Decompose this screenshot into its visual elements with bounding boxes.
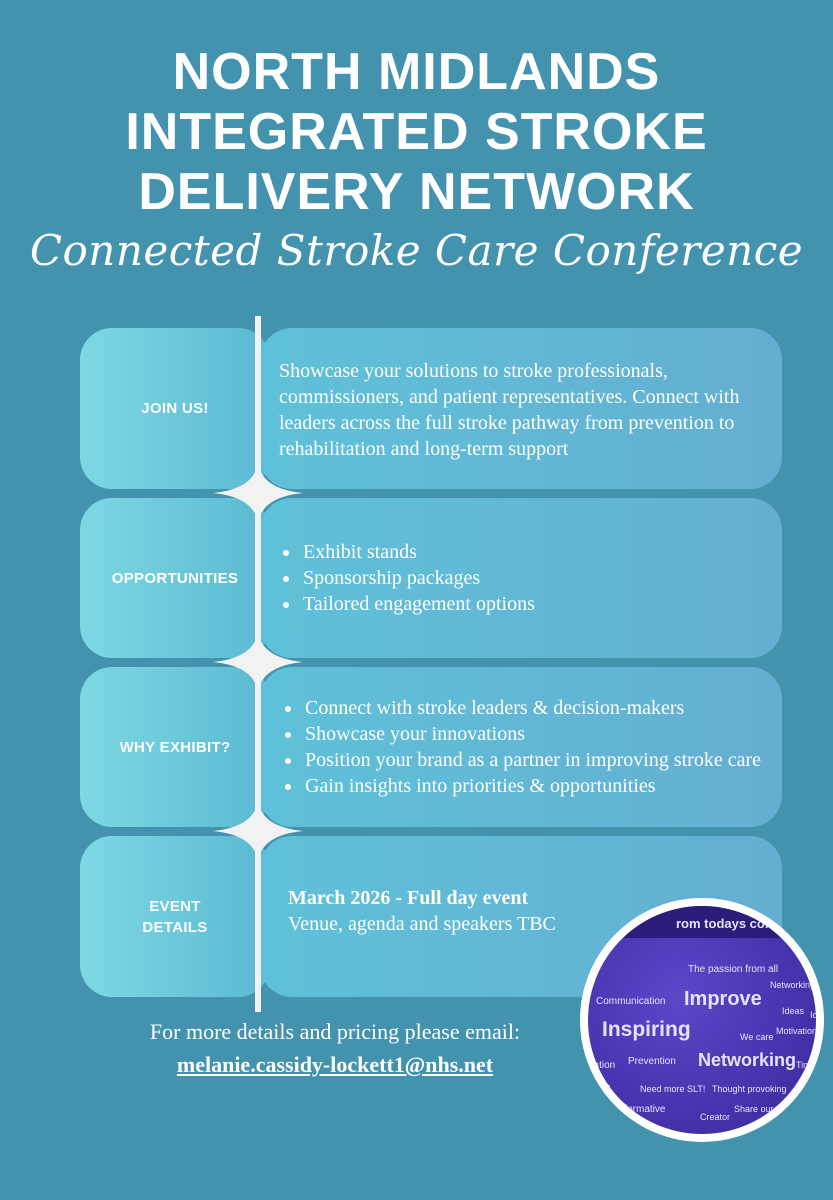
list-item: Connect with stroke leaders & decision-m…: [303, 695, 770, 721]
word-cloud-word: Time c: [796, 1060, 823, 1070]
word-cloud-word: Creator: [700, 1112, 731, 1122]
section-content: Connect with stroke leaders & decision-m…: [260, 667, 782, 827]
word-cloud-word: Prevention: [628, 1056, 676, 1067]
section-join-us: JOIN US! Showcase your solutions to stro…: [80, 328, 782, 489]
title-line-2: INTEGRATED STROKE: [125, 103, 708, 161]
conference-word-cloud-photo: rom todays confere The passion from all …: [580, 898, 824, 1142]
contact-prompt: For more details and pricing please emai…: [149, 1019, 521, 1044]
word-cloud-word: Share our succes: [734, 1104, 805, 1114]
section-opportunities: OPPORTUNITIES Exhibit stands Sponsorship…: [80, 498, 782, 658]
join-us-text: Showcase your solutions to stroke profes…: [279, 359, 740, 460]
word-cloud-word: Informative: [616, 1104, 666, 1115]
title-line-3: DELIVERY NETWORK: [138, 163, 695, 221]
word-cloud-word: Improve: [684, 988, 762, 1010]
word-cloud-word: The passion from all: [688, 964, 779, 975]
list-item: Showcase your innovations: [303, 721, 770, 747]
sparkle-divider-icon: [213, 463, 303, 523]
word-cloud-word: Networking: [770, 980, 816, 990]
label-line: DETAILS: [142, 918, 208, 936]
word-cloud-word: iration: [588, 1060, 616, 1071]
event-date: March 2026 - Full day event: [288, 886, 529, 909]
screen-header-bar: [588, 906, 816, 938]
event-venue: Venue, agenda and speakers TBC: [288, 912, 556, 935]
section-content: Showcase your solutions to stroke profes…: [260, 328, 782, 489]
word-cloud-word: Motivation: [776, 1026, 818, 1036]
sparkle-divider-icon: [213, 632, 303, 692]
section-content: Exhibit stands Sponsorship packages Tail…: [260, 498, 782, 658]
opportunities-list: Exhibit stands Sponsorship packages Tail…: [279, 539, 770, 617]
word-cloud-word: Ideas: [782, 1006, 805, 1016]
word-cloud-word: Networking: [698, 1050, 797, 1070]
section-label: JOIN US!: [80, 328, 270, 489]
sparkle-divider-icon: [213, 801, 303, 861]
list-item: Exhibit stands: [301, 539, 770, 565]
word-cloud-word: We care: [740, 1032, 774, 1042]
section-label: WHY EXHIBIT?: [80, 667, 270, 827]
section-label: EVENT DETAILS: [80, 836, 270, 997]
word-cloud-word: Opport: [748, 1126, 776, 1136]
list-item: Gain insights into priorities & opportun…: [303, 773, 770, 799]
word-cloud-word: Ide: [810, 1010, 823, 1020]
why-exhibit-list: Connect with stroke leaders & decision-m…: [279, 695, 770, 799]
label-line: EVENT: [149, 897, 201, 915]
word-cloud-word: mell / taste: [622, 1126, 671, 1137]
list-item: Sponsorship packages: [301, 565, 770, 591]
conference-subtitle: Connected Stroke Care Conference: [29, 226, 804, 275]
word-cloud-word: Need more SLT!: [640, 1084, 706, 1094]
word-cloud-word: Inspiring: [602, 1018, 691, 1041]
section-label: OPPORTUNITIES: [80, 498, 270, 658]
word-cloud-word: Communication: [596, 996, 666, 1007]
word-cloud-word: ure: [596, 1082, 611, 1093]
section-why-exhibit: WHY EXHIBIT? Connect with stroke leaders…: [80, 667, 782, 827]
list-item: Tailored engagement options: [301, 591, 770, 617]
list-item: Position your brand as a partner in impr…: [303, 747, 770, 773]
word-cloud-word: rom todays confere: [676, 916, 797, 931]
word-cloud-word: Thought provoking: [712, 1084, 787, 1094]
contact-email-link[interactable]: melanie.cassidy-lockett1@nhs.net: [176, 1052, 494, 1077]
title-line-1: NORTH MIDLANDS: [172, 43, 661, 101]
